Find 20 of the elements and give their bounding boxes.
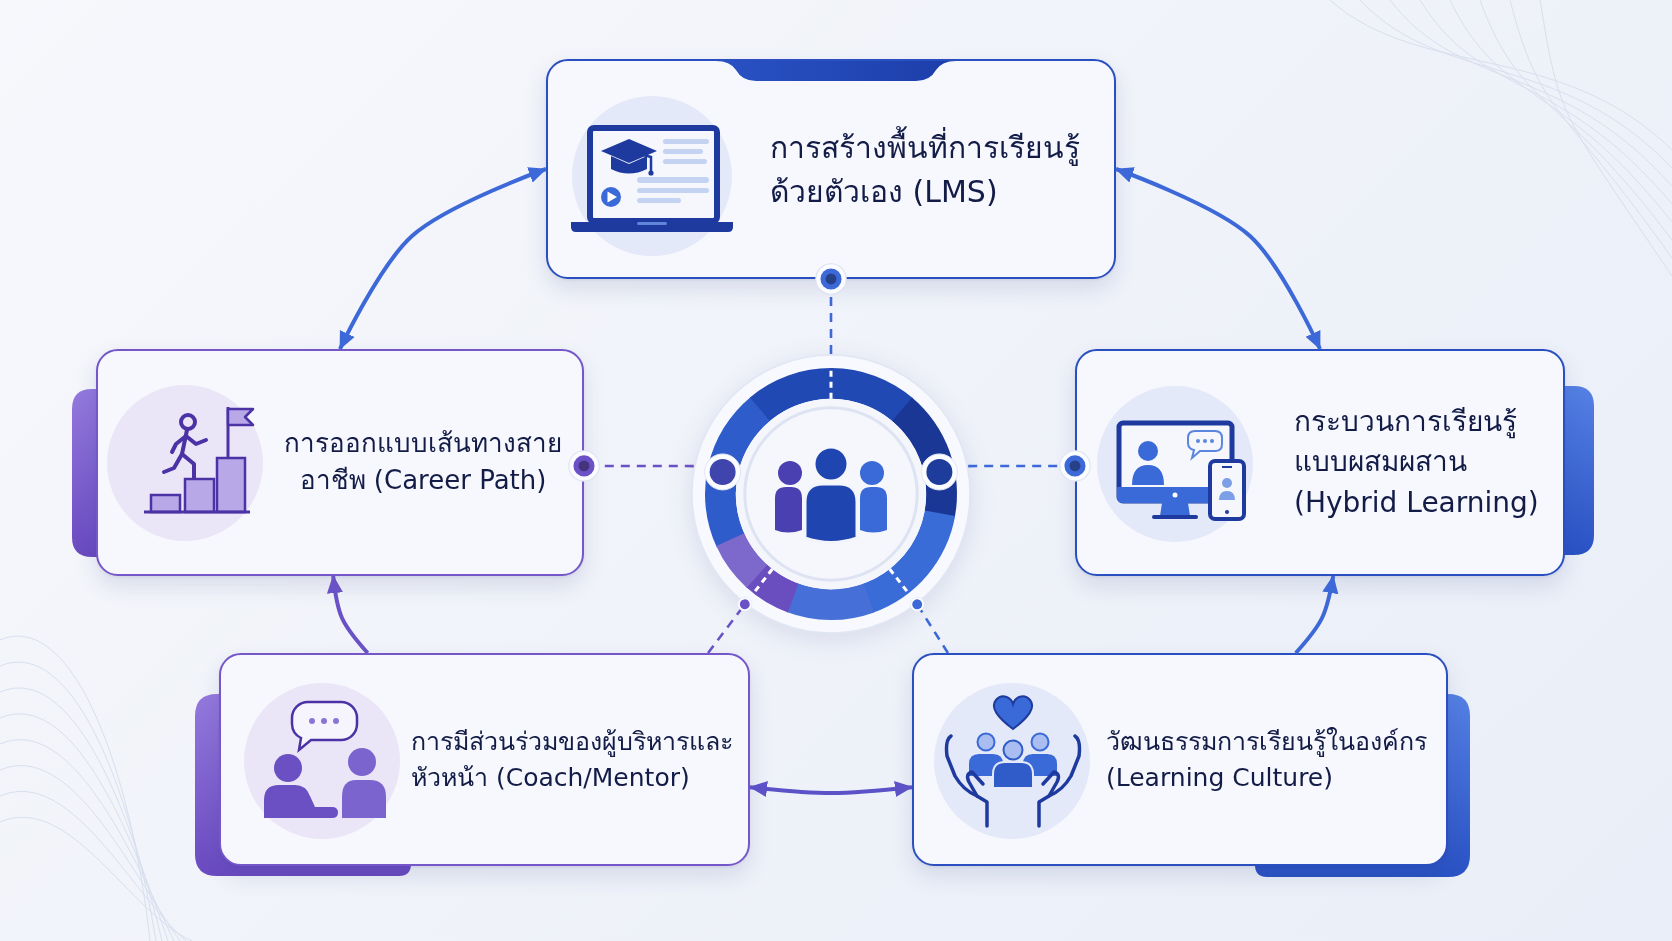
topic-card xyxy=(219,653,750,866)
topic-card xyxy=(546,59,1116,279)
topic-card xyxy=(96,349,584,576)
curved-arrow xyxy=(338,167,547,350)
curved-arrow xyxy=(749,780,913,798)
topic-label: การมีส่วนร่วมของผู้บริหารและหัวหน้า (Coach/Mentor) xyxy=(411,725,734,794)
topic-label: การออกแบบเส้นทางสายอาชีพ (Career Path) xyxy=(283,426,563,498)
topic-label: กระบวนการเรียนรู้แบบผสมผสาน (Hybrid Learning) xyxy=(1294,403,1540,521)
curved-arrow xyxy=(1294,575,1339,655)
dashed-connector xyxy=(909,596,949,654)
dashed-connector xyxy=(707,596,753,654)
topic-card xyxy=(912,653,1448,866)
topic-label: วัฒนธรรมการเรียนรู้ในองค์กร (Learning Culture) xyxy=(1106,725,1428,794)
dashed-connector xyxy=(968,450,1091,482)
curved-arrow xyxy=(1115,167,1322,350)
dashed-connector xyxy=(815,263,847,354)
topic-label: การสร้างพื้นที่การเรียนรู้ด้วยตัวเอง (LMS) xyxy=(770,125,1100,213)
dashed-connector xyxy=(568,450,694,482)
topic-card xyxy=(1075,349,1565,576)
curved-arrow xyxy=(327,575,370,655)
